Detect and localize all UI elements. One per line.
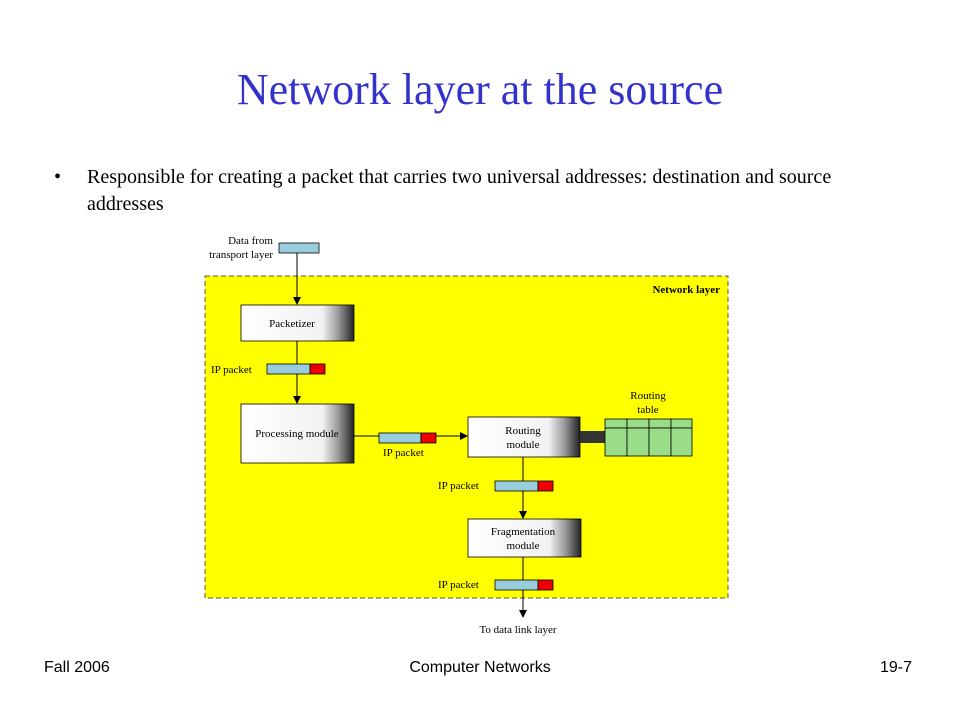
input-label-line1: Data from	[228, 235, 273, 247]
ip-packet-data-1	[266, 363, 311, 375]
fragmentation-module-label-line2: module	[507, 540, 540, 552]
footer-slide-number: 19-7	[879, 659, 912, 676]
bullet-dot: •	[54, 166, 62, 188]
ip-packet-label-4: IP packet	[438, 579, 479, 591]
ip-packet-header-1	[309, 363, 326, 375]
fragmentation-module-box	[467, 518, 582, 558]
slide-title: Network layer at the source	[236, 65, 724, 114]
routing-table-connector	[580, 431, 605, 443]
routing-table	[604, 418, 693, 457]
ip-packet-data-3	[494, 480, 539, 492]
ip-packet-label-1: IP packet	[211, 364, 252, 376]
routing-module-label-line1: Routing	[505, 425, 541, 437]
ip-packet-label-3: IP packet	[438, 480, 479, 492]
ip-packet-header-4	[537, 579, 554, 591]
processing-module-label: Processing module	[255, 428, 339, 440]
processing-module-box	[240, 403, 355, 464]
bullet-text: Responsible for creating a packet that c…	[87, 166, 832, 215]
transport-data-block	[278, 242, 320, 254]
footer-course: Computer Networks	[409, 659, 551, 676]
input-label-line2: transport layer	[209, 249, 273, 261]
ip-packet-header-2	[420, 432, 437, 444]
routing-table-label-line2: table	[637, 404, 658, 416]
routing-table-label-line1: Routing	[630, 390, 666, 402]
routing-module-label-line2: module	[507, 439, 540, 451]
footer-date: Fall 2006	[44, 659, 110, 676]
ip-packet-label-2: IP packet	[383, 447, 424, 459]
network-layer-label: Network layer	[652, 284, 720, 296]
routing-module-box	[467, 416, 581, 458]
fragmentation-module-label-line1: Fragmentation	[491, 526, 556, 538]
packetizer-box	[240, 304, 355, 342]
ip-packet-data-2	[378, 432, 422, 444]
output-label: To data link layer	[479, 624, 556, 636]
ip-packet-data-4	[494, 579, 539, 591]
ip-packet-header-3	[537, 480, 554, 492]
packetizer-label: Packetizer	[269, 318, 315, 330]
